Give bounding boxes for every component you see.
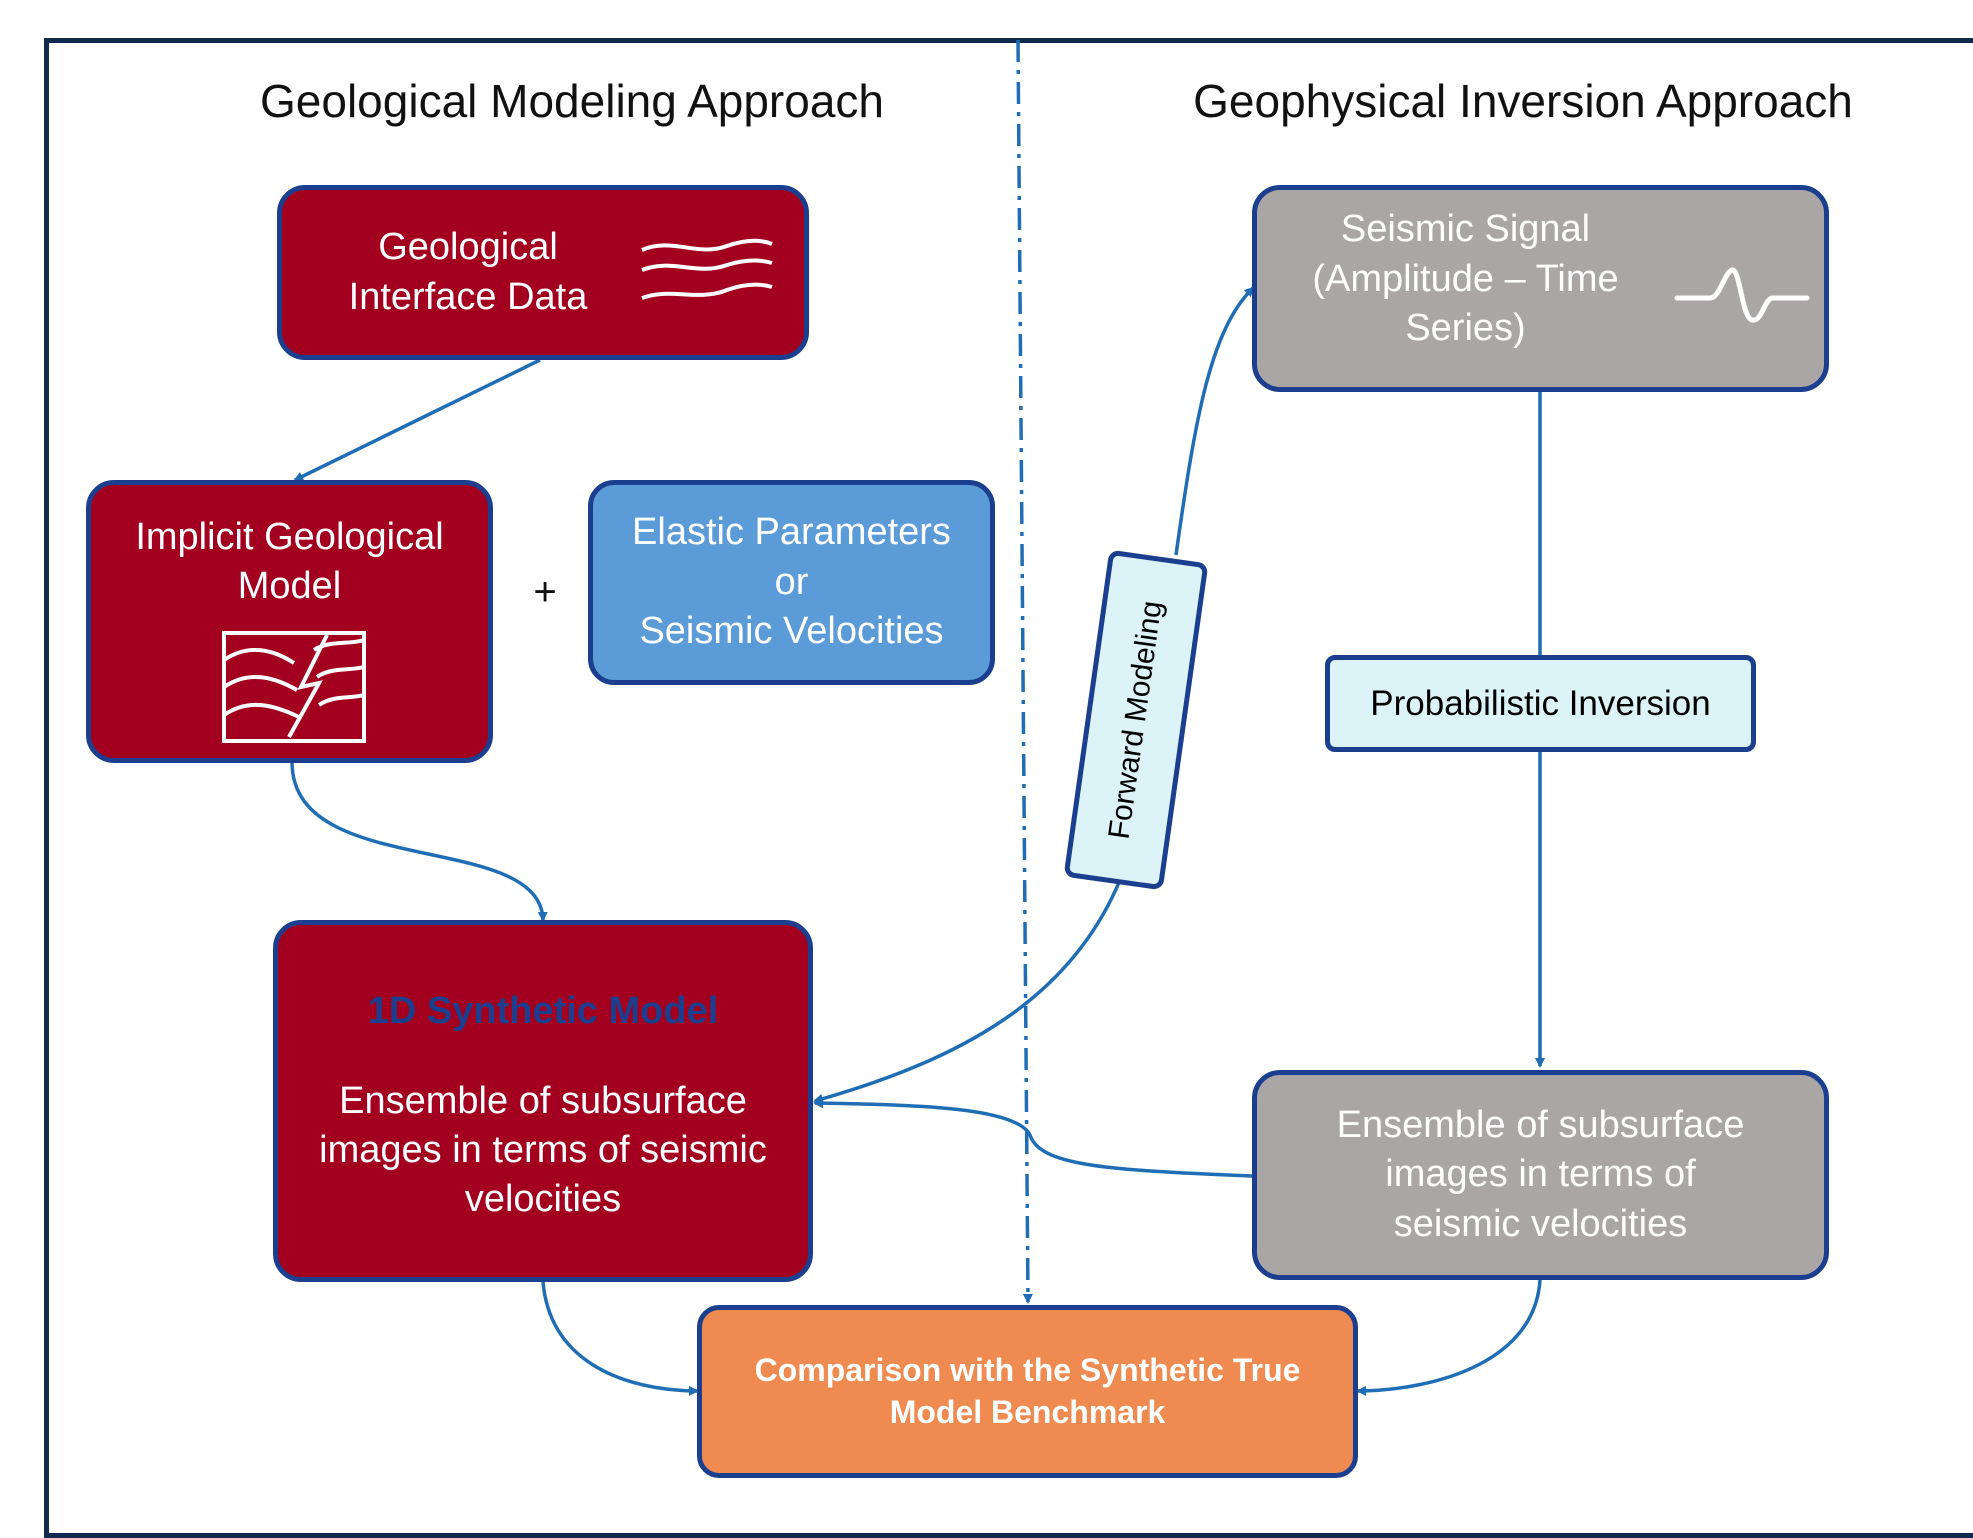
node-text-line: or bbox=[774, 560, 809, 603]
node-text: Probabilistic Inversion bbox=[1370, 683, 1711, 723]
arrow-forward-modeling-lower bbox=[813, 879, 1122, 1104]
implicit-geological-model-node[interactable]: Implicit Geological Model bbox=[86, 480, 493, 763]
inversion-ensemble-node[interactable]: Ensemble of subsurface images in terms o… bbox=[1252, 1070, 1829, 1280]
node-text-line: seismic velocities bbox=[1393, 1202, 1688, 1245]
arrow-interface-to-model bbox=[293, 358, 541, 482]
synthetic-model-node[interactable]: 1D Synthetic Model Ensemble of subsurfac… bbox=[273, 920, 813, 1282]
elastic-parameters-node[interactable]: Elastic Parameters or Seismic Velocities bbox=[588, 480, 995, 685]
approach-divider bbox=[1016, 39, 1033, 1304]
arrow-forward-modeling-upper bbox=[1174, 286, 1255, 556]
node-text-line: Interface Data bbox=[348, 275, 588, 318]
arrow-synthetic-to-comparison bbox=[541, 1281, 699, 1396]
node-text-line: Model bbox=[237, 565, 342, 608]
arrow-ensemble-to-comparison bbox=[1356, 1279, 1542, 1396]
folded-layers-fault-icon bbox=[222, 631, 366, 743]
node-text-line: Comparison with the Synthetic True bbox=[754, 1351, 1301, 1388]
node-text-line: Series) bbox=[1405, 307, 1526, 350]
node-text-line: Seismic Velocities bbox=[639, 610, 944, 653]
node-text-line: (Amplitude – Time bbox=[1312, 257, 1619, 300]
synthetic-model-heading: 1D Synthetic Model bbox=[367, 990, 719, 1033]
probabilistic-inversion-node[interactable]: Probabilistic Inversion bbox=[1325, 655, 1756, 752]
node-text-line: images in terms of bbox=[1385, 1153, 1696, 1196]
node-text-line: Seismic Signal bbox=[1340, 208, 1591, 251]
seismic-signal-node[interactable]: Seismic Signal (Amplitude – Time Series) bbox=[1252, 185, 1829, 392]
geological-interface-data-node[interactable]: Geological Interface Data bbox=[277, 185, 809, 360]
waveform-icon bbox=[1674, 267, 1810, 323]
node-text-line: Geological bbox=[378, 226, 558, 269]
wavy-lines-icon bbox=[641, 238, 773, 300]
comparison-node[interactable]: Comparison with the Synthetic True Model… bbox=[697, 1305, 1358, 1478]
node-text-line: Model Benchmark bbox=[889, 1393, 1166, 1430]
right-approach-title: Geophysical Inversion Approach bbox=[1193, 75, 1853, 127]
forward-modeling-text: Forward Modeling bbox=[1102, 598, 1169, 842]
node-text-line: images in terms of seismic bbox=[319, 1129, 767, 1171]
node-text-line: velocities bbox=[464, 1178, 622, 1221]
node-text-line: Ensemble of subsurface bbox=[1336, 1103, 1745, 1146]
left-approach-title: Geological Modeling Approach bbox=[260, 75, 884, 127]
node-text-line: Implicit Geological bbox=[135, 516, 444, 558]
node-text-line: Elastic Parameters bbox=[632, 511, 951, 554]
connector-layer bbox=[290, 39, 1545, 1396]
node-text-line: Ensemble of subsurface bbox=[339, 1079, 747, 1122]
plus-sign: + bbox=[533, 570, 557, 614]
arrow-ensemble-to-synthetic bbox=[813, 1098, 1253, 1178]
arrow-model-to-synthetic bbox=[290, 761, 548, 922]
